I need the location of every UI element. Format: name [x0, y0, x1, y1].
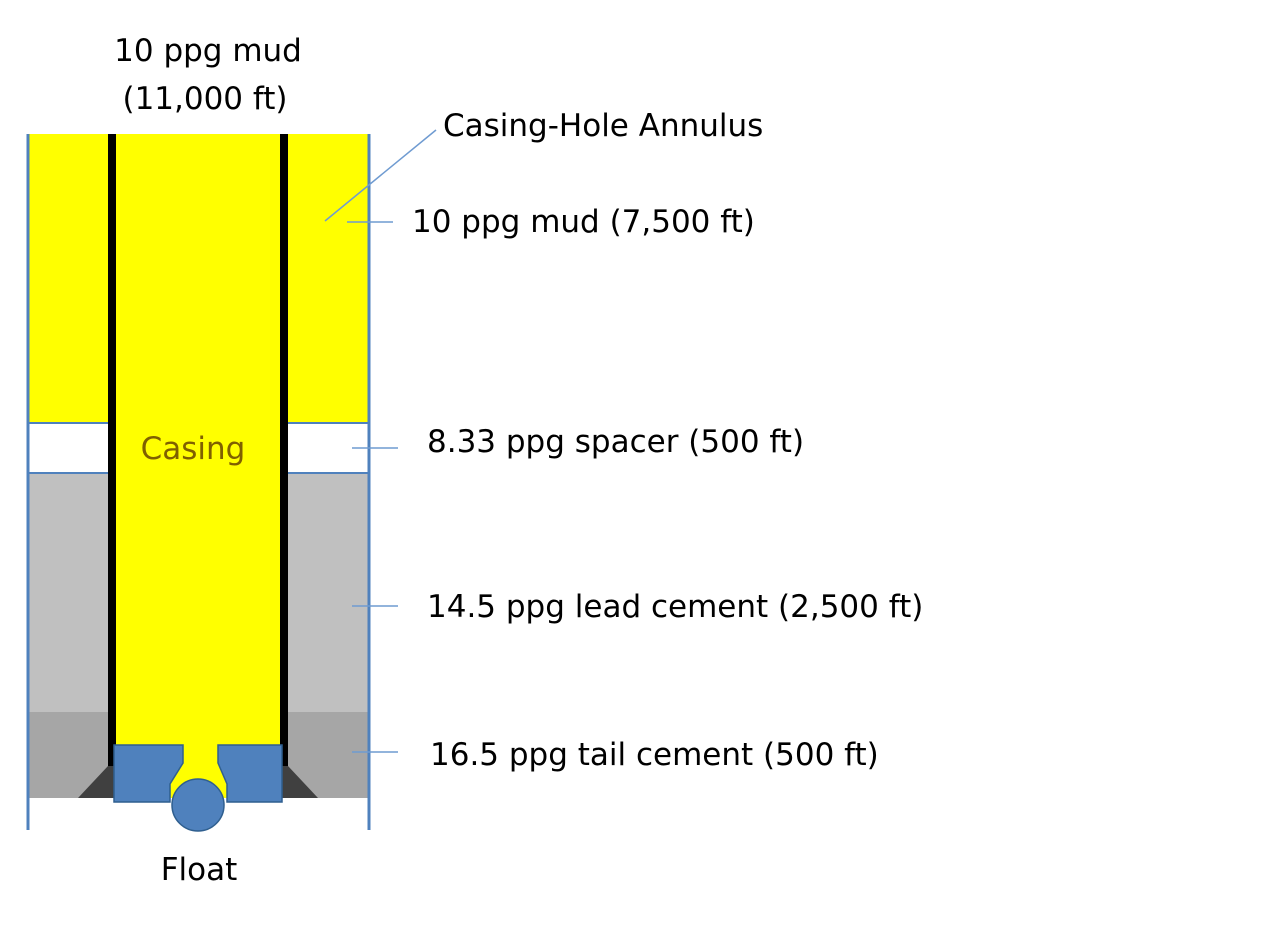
top-mud-label-line1: 10 ppg mud — [114, 33, 302, 69]
annulus-leader-line — [324, 129, 437, 222]
casing-left-wall — [108, 134, 116, 766]
float-ball — [171, 778, 225, 832]
casing-label: Casing — [141, 431, 246, 467]
float-collar-right — [217, 744, 283, 803]
top-mud-label-line2: (11,000 ft) — [122, 81, 287, 117]
annulus-label: Casing-Hole Annulus — [443, 108, 763, 144]
spacer-label: 8.33 ppg spacer (500 ft) — [427, 424, 804, 460]
float-collar-left — [113, 744, 184, 803]
casing-shoe-left — [78, 766, 116, 798]
float-label: Float — [161, 852, 238, 888]
lead-cement-label: 14.5 ppg lead cement (2,500 ft) — [427, 589, 923, 625]
tail-cement-label: 16.5 ppg tail cement (500 ft) — [430, 737, 879, 773]
casing-shoe-right — [280, 766, 318, 798]
casing-interior-mud — [113, 134, 283, 798]
casing-right-wall — [280, 134, 288, 766]
mud-annulus-label: 10 ppg mud (7,500 ft) — [412, 204, 755, 240]
